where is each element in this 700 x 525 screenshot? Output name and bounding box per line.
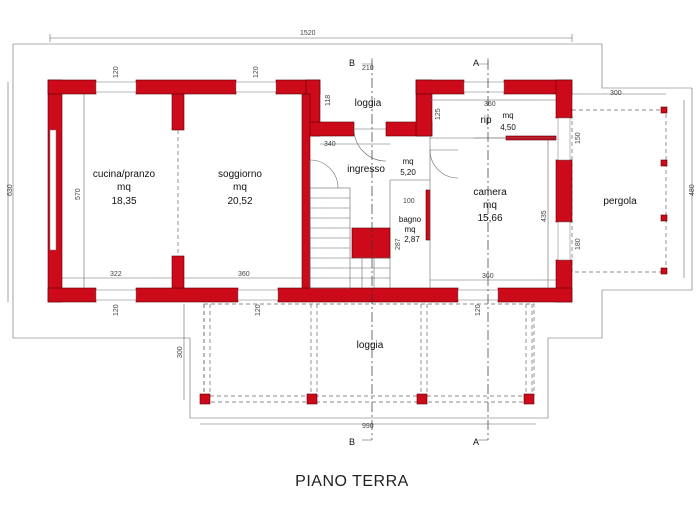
rip-area: 4,50 (500, 123, 516, 132)
ingresso-unit: mq (402, 157, 413, 166)
window-dim: 150 (575, 132, 582, 144)
cucina-width-dim: 322 (110, 271, 122, 278)
plan-title: PIANO TERRA (295, 473, 409, 490)
wall (351, 227, 391, 259)
right-height-dim: 480 (689, 184, 696, 196)
loggia-column (306, 393, 318, 405)
soggiorno-area: 20,52 (227, 196, 252, 207)
rip-unit: mq (502, 111, 513, 120)
window (557, 117, 571, 161)
bagno-height-dim: 287 (395, 238, 402, 250)
soggiorno-width-dim: 360 (238, 271, 250, 278)
camera-area: 15,66 (477, 213, 502, 224)
window (49, 129, 57, 251)
overall-width-dim: 1520 (300, 30, 316, 37)
cucina-height-dim: 570 (75, 188, 82, 200)
wall (47, 287, 97, 303)
ingresso-area: 5,20 (400, 168, 416, 177)
soggiorno-unit: mq (233, 182, 247, 193)
section-arrow (362, 58, 373, 65)
pergola-post (660, 159, 668, 167)
pergola-post (660, 267, 668, 275)
bagno-area: 2,87 (404, 235, 420, 244)
section-b-bottom: B (349, 437, 355, 447)
loggia-column (416, 393, 428, 405)
wall (135, 287, 239, 303)
wall (555, 79, 573, 119)
window-dim: 120 (253, 66, 260, 78)
loggia-column (523, 393, 535, 405)
section-b-top: B (349, 58, 355, 68)
window (457, 289, 499, 301)
pergola-outline (571, 109, 667, 273)
rip-name: rip (480, 115, 492, 126)
door (429, 149, 459, 179)
door (309, 159, 339, 189)
camera-name: camera (473, 187, 507, 198)
loggia-column (199, 393, 211, 405)
rip-depth-dim: 125 (435, 108, 442, 120)
window-dim: 180 (575, 238, 582, 250)
window-dim: 120 (113, 304, 120, 316)
loggia-depth-dim: 300 (177, 346, 184, 358)
window (237, 289, 279, 301)
loggia-top-depth-dim: 118 (325, 95, 332, 106)
wall (415, 79, 465, 95)
window-dim: 120 (475, 304, 482, 316)
overall-height-dim: 630 (7, 184, 14, 196)
camera-width-top-dim: 360 (484, 101, 496, 108)
window (95, 81, 137, 93)
camera-width-bottom-dim: 360 (482, 273, 494, 280)
window (463, 81, 505, 93)
window (235, 81, 277, 93)
section-a-top: A (473, 58, 479, 68)
wall (425, 189, 431, 241)
wall (171, 255, 185, 289)
pergola-post (660, 214, 668, 222)
cucina-name: cucina/pranzo (93, 169, 156, 180)
wall (277, 287, 459, 303)
wall (135, 79, 237, 95)
window-dim: 120 (255, 304, 262, 316)
wall (171, 93, 185, 131)
pergola-label: pergola (603, 196, 637, 207)
bagno-name: bagno (399, 215, 422, 224)
site-outline (12, 43, 693, 419)
section-arrow (478, 58, 489, 65)
wall (47, 79, 97, 95)
wall (301, 93, 311, 289)
loggia-top-label: loggia (355, 98, 382, 109)
stairs (309, 187, 390, 289)
loggia-top-width-dim: 210 (362, 65, 374, 72)
window (557, 221, 571, 261)
camera-height-dim: 435 (541, 210, 548, 222)
soggiorno-name: soggiorno (218, 169, 262, 180)
camera-unit: mq (483, 200, 497, 211)
wall (497, 287, 573, 303)
window-dim: 120 (113, 66, 120, 78)
ingresso-width-dim: 340 (324, 141, 336, 148)
window (95, 289, 137, 301)
wall (555, 159, 573, 223)
bagno-width-dim: 100 (403, 198, 415, 205)
lower-loggia-label: loggia (357, 340, 384, 351)
section-a-bottom: A (473, 437, 479, 447)
entrance-door (353, 128, 387, 162)
pergola-post (660, 106, 668, 114)
pergola-width-dim: 300 (610, 90, 622, 97)
bagno-unit: mq (404, 225, 415, 234)
loggia-width-dim: 990 (362, 423, 374, 430)
cucina-unit: mq (117, 182, 131, 193)
cucina-area: 18,35 (111, 196, 136, 207)
ingresso-name: ingresso (347, 164, 385, 175)
wall (305, 121, 355, 137)
